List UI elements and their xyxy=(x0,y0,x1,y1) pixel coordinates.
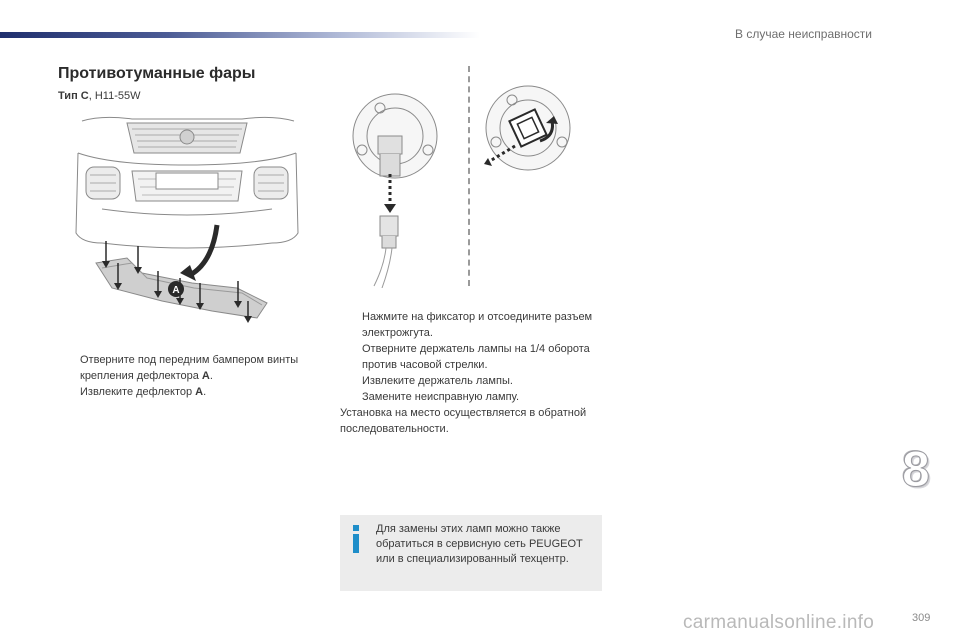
step-item: Нажмите на фиксатор и отсоедините разъем… xyxy=(340,309,610,341)
bumper-illustration: A xyxy=(75,116,299,323)
page-number: 309 xyxy=(912,612,931,624)
reassembly-note: Установка на место осуществляется в обра… xyxy=(340,407,587,435)
steps-left: Отверните под передним бампером винты кр… xyxy=(58,352,318,400)
info-icon xyxy=(353,525,359,553)
step-text-bold: A xyxy=(201,370,210,382)
step-text: Отверните держатель лампы на 1/4 оборота… xyxy=(362,343,590,371)
callout-a: A xyxy=(172,285,179,296)
step-item: Замените неисправную лампу. xyxy=(340,389,610,405)
step-text: Извлеките держатель лампы. xyxy=(362,375,513,387)
lamp-type-label: Тип С xyxy=(58,90,89,102)
info-box: Для замены этих ламп можно также обратит… xyxy=(340,515,602,591)
lamp-type: Тип С, H11-55W xyxy=(58,90,140,102)
step-item: Извлеките держатель лампы. xyxy=(340,373,610,389)
figure-divider xyxy=(468,66,470,286)
step-text-end: . xyxy=(209,370,213,382)
step-text: Нажмите на фиксатор и отсоедините разъем… xyxy=(362,311,593,339)
info-text: Для замены этих ламп можно также обратит… xyxy=(376,523,583,565)
step-item: Извлеките дефлектор A. xyxy=(58,384,318,400)
section-title: Противотуманные фары xyxy=(58,65,256,82)
watermark: carmanualsonline.info xyxy=(683,612,875,633)
step-item: Отверните под передним бампером винты кр… xyxy=(58,352,318,384)
header-gradient-bar xyxy=(0,32,480,38)
step-text-end: . xyxy=(203,386,207,398)
step-text: Извлеките дефлектор xyxy=(80,386,196,398)
chapter-title: В случае неисправности xyxy=(735,27,872,41)
fog-lamp-illustration xyxy=(352,85,571,288)
lamp-type-value: , H11-55W xyxy=(88,90,141,102)
step-item: Отверните держатель лампы на 1/4 оборота… xyxy=(340,341,610,373)
step-text: Отверните под передним бампером винты кр… xyxy=(80,354,299,382)
step-text: Замените неисправную лампу. xyxy=(362,391,520,403)
step-text-bold: A xyxy=(195,386,204,398)
steps-right: Нажмите на фиксатор и отсоедините разъем… xyxy=(340,309,610,437)
chapter-number: 8 xyxy=(902,441,931,498)
